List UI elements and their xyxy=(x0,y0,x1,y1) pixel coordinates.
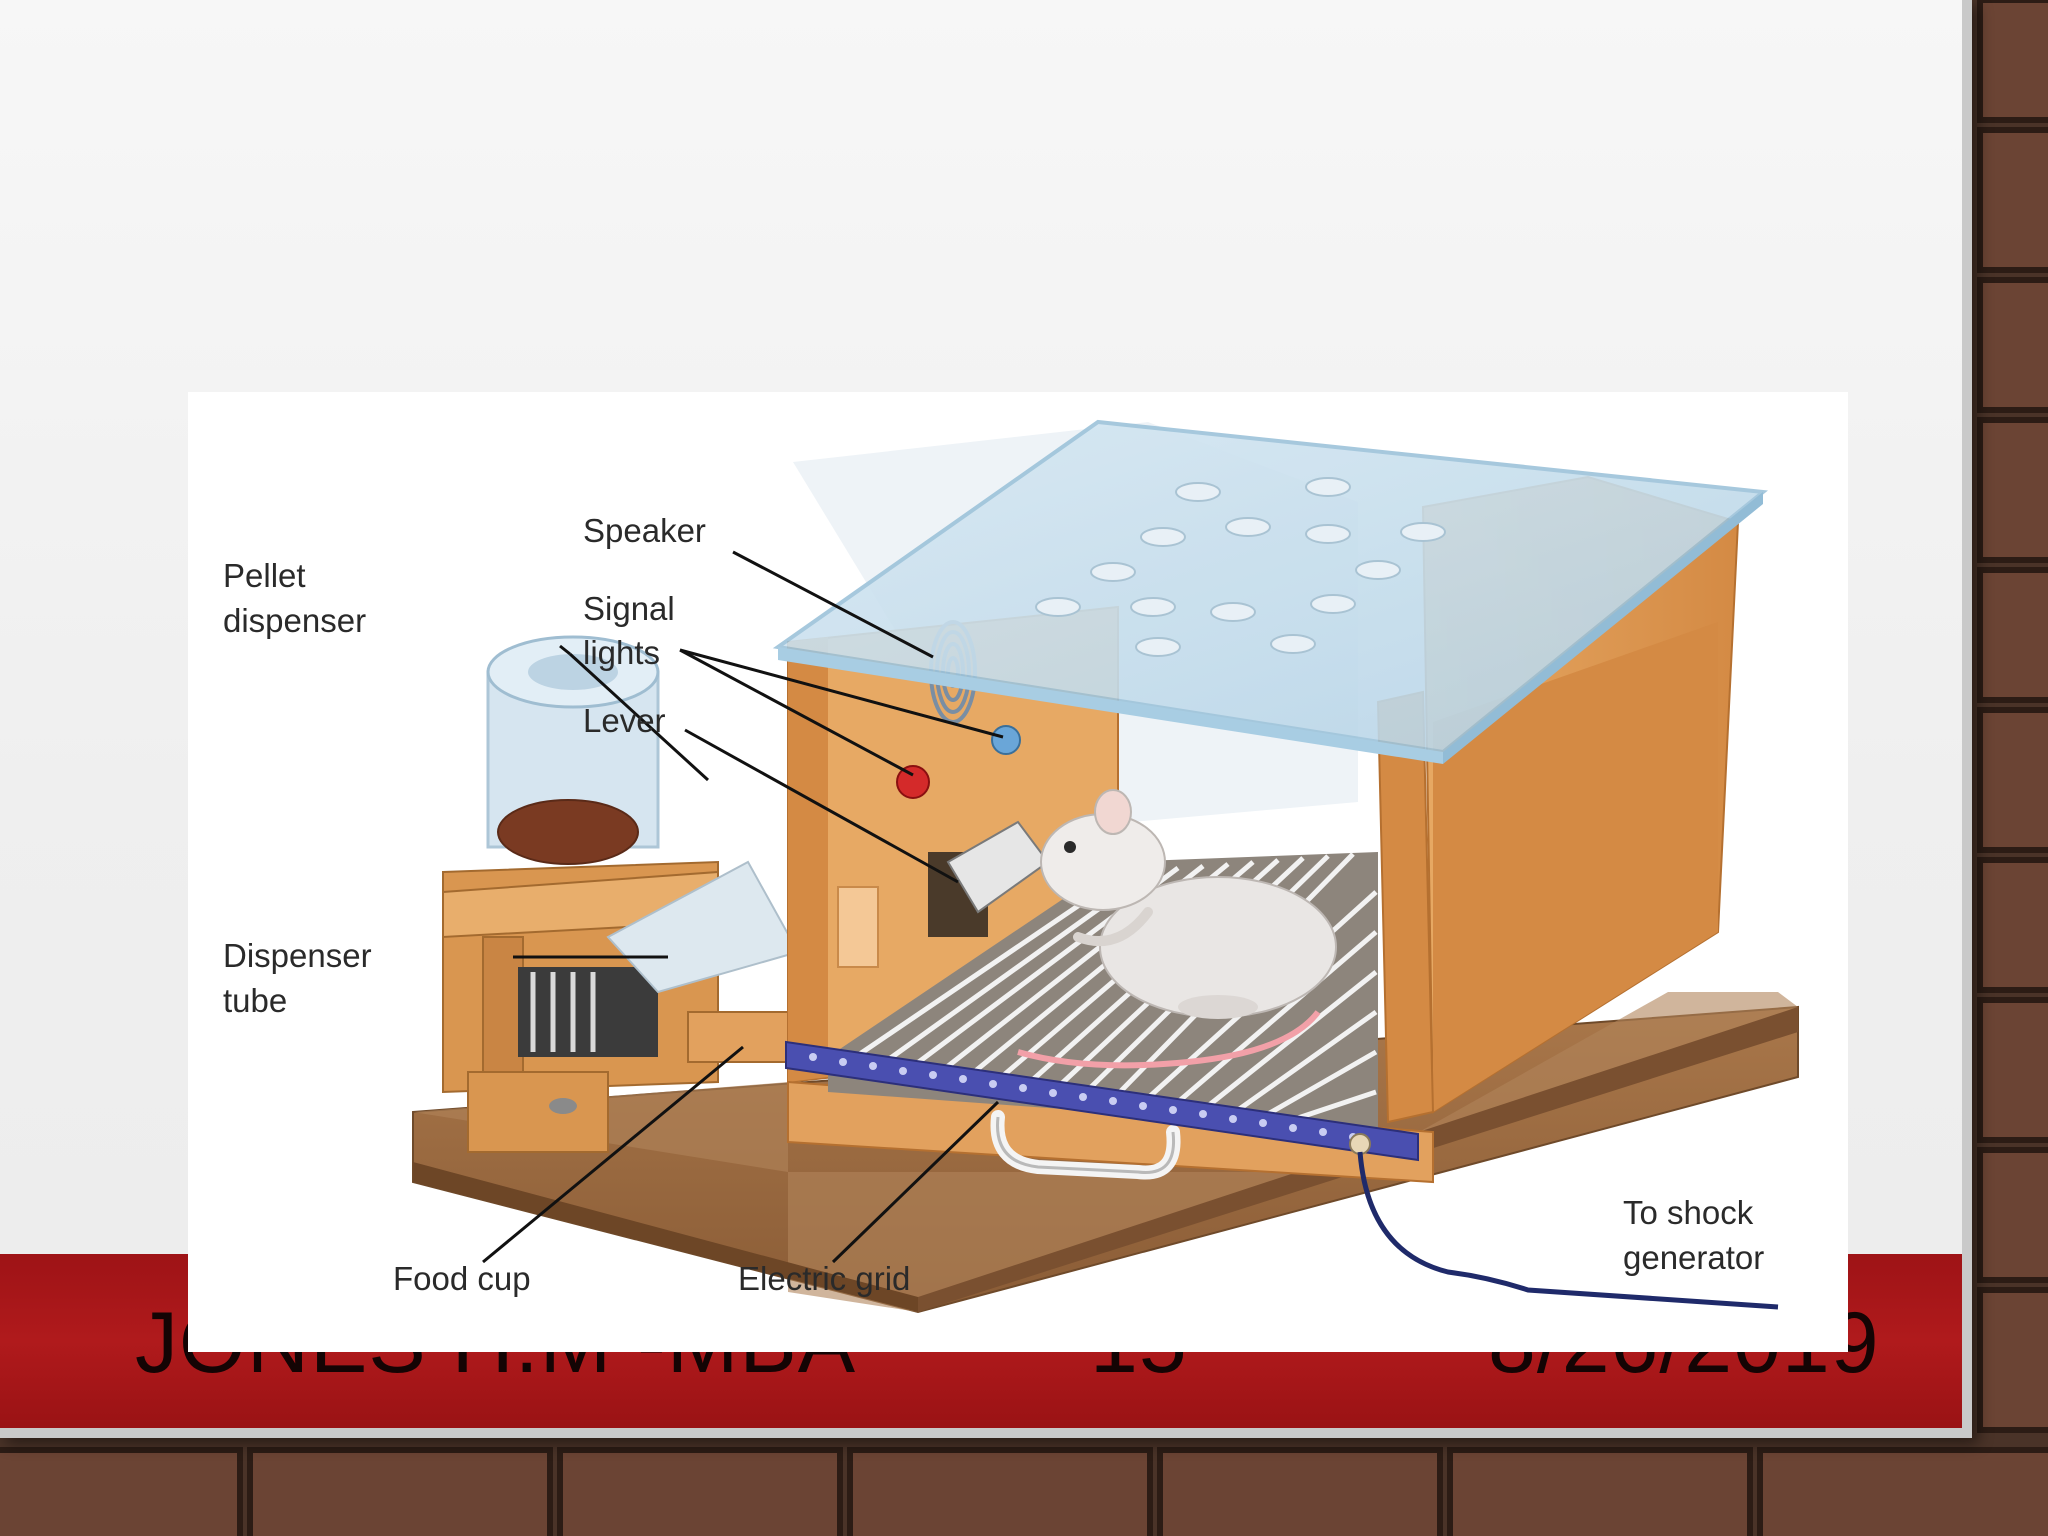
label-to-shock-1: To shock xyxy=(1623,1194,1754,1231)
pellet-pile xyxy=(497,799,639,865)
rat-illustration xyxy=(1017,789,1337,1069)
shock-cable xyxy=(1357,1151,1779,1310)
electric-grid-bar xyxy=(785,1040,1419,1162)
label-dispenser-tube-1: Dispenser xyxy=(223,937,372,974)
label-dispenser-tube-2: tube xyxy=(223,982,287,1019)
label-to-shock-2: generator xyxy=(1623,1239,1764,1276)
grid-connector xyxy=(1349,1133,1371,1155)
dispenser-motor xyxy=(518,967,658,1057)
signal-light-blue xyxy=(991,725,1021,755)
label-signal-lights-2: lights xyxy=(583,634,660,671)
label-pellet-dispenser-1: Pellet xyxy=(223,557,306,594)
dispenser-base-block xyxy=(467,1071,609,1153)
skinner-box-illustration: Pellet dispenser Speaker Signal lights L… xyxy=(223,419,1799,1314)
leader-lines xyxy=(482,550,1004,1264)
base-board-top xyxy=(413,992,1798,1312)
label-pellet-dispenser-2: dispenser xyxy=(223,602,366,639)
skinner-box-figure: Pellet dispenser Speaker Signal lights L… xyxy=(188,392,1848,1352)
label-electric-grid: Electric grid xyxy=(738,1260,910,1297)
label-food-cup: Food cup xyxy=(393,1260,531,1297)
signal-light-red xyxy=(896,765,930,799)
wall-plate xyxy=(837,886,879,968)
base-board-front-edge xyxy=(413,1162,918,1312)
food-cup xyxy=(687,1011,789,1063)
dispenser-foot xyxy=(549,1098,577,1114)
lid-air-holes xyxy=(1035,477,1446,657)
label-speaker: Speaker xyxy=(583,512,706,549)
label-signal-lights-1: Signal xyxy=(583,590,675,627)
label-lever: Lever xyxy=(583,702,666,739)
